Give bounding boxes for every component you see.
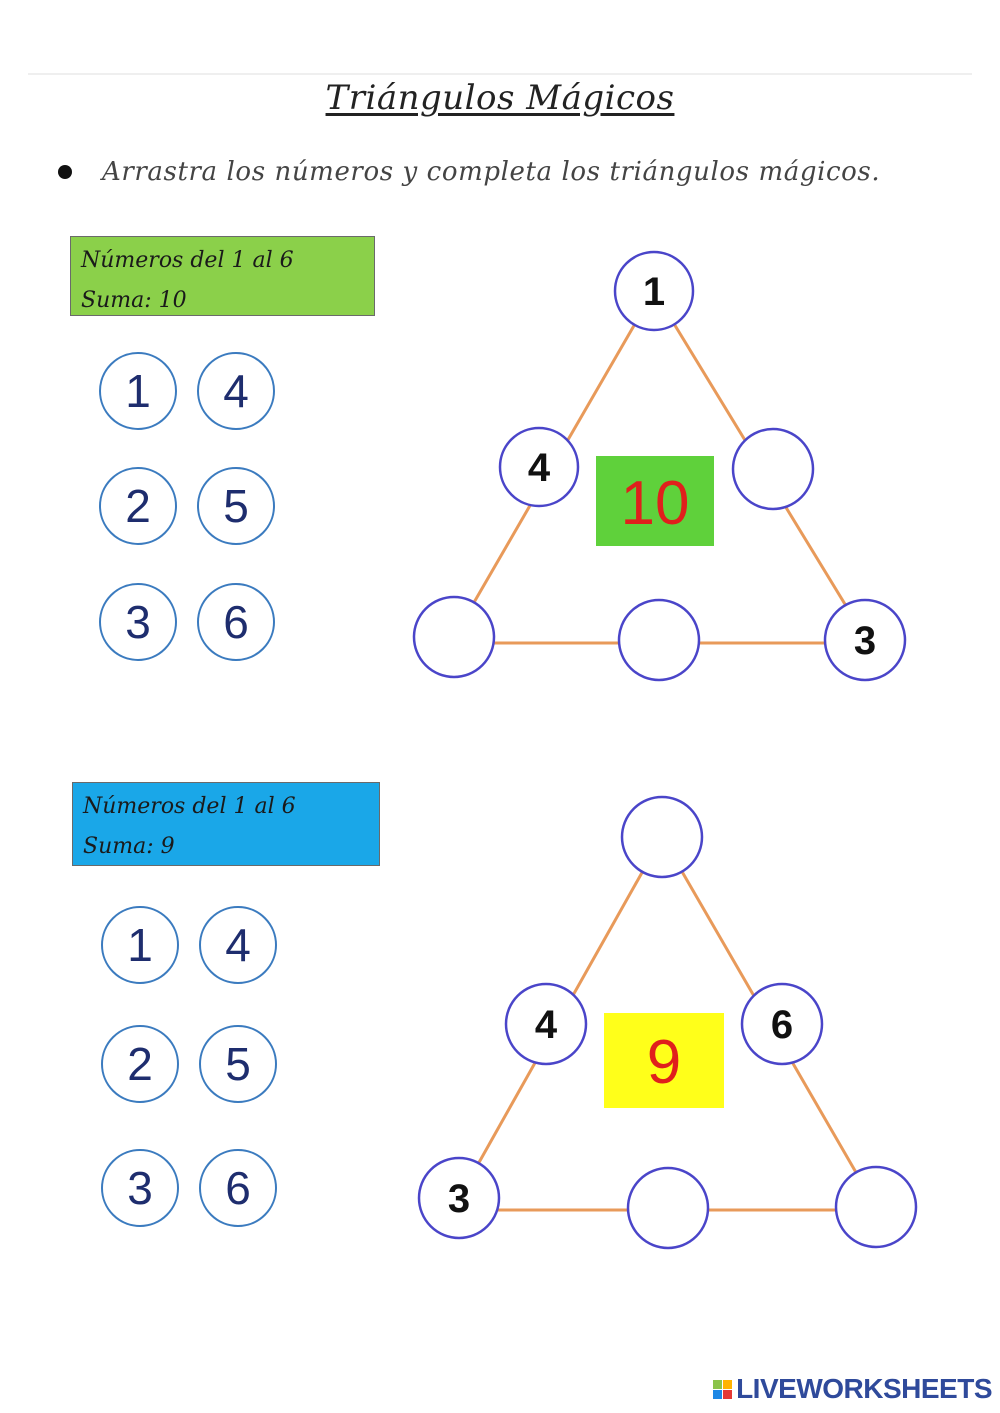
node-bottom-right-value: 3 (854, 619, 876, 663)
info-range: Números del 1 al 6 (81, 248, 294, 273)
magic-triangle: 10 1 4 3 (412, 250, 907, 682)
node-right-mid-value: 6 (771, 1003, 793, 1047)
draggable-number[interactable]: 5 (199, 1025, 277, 1103)
node-left-mid-value: 4 (528, 446, 551, 490)
draggable-number[interactable]: 1 (99, 352, 177, 430)
draggable-number[interactable]: 6 (197, 583, 275, 661)
liveworksheets-logo-icon (713, 1379, 733, 1399)
draggable-number[interactable]: 6 (199, 1149, 277, 1227)
draggable-number[interactable]: 4 (197, 352, 275, 430)
info-range: Números del 1 al 6 (83, 794, 296, 819)
draggable-number[interactable]: 2 (101, 1025, 179, 1103)
node-bottom-right[interactable] (834, 1165, 918, 1249)
node-bottom-left[interactable]: 3 (417, 1156, 501, 1240)
node-left-mid[interactable]: 4 (504, 982, 588, 1066)
node-bottom-mid[interactable] (617, 598, 701, 682)
draggable-number[interactable]: 3 (101, 1149, 179, 1227)
node-left-mid[interactable]: 4 (498, 426, 580, 508)
node-top-value: 1 (643, 270, 665, 314)
info-sum: Suma: 10 (81, 288, 187, 313)
instruction: Arrastra los números y completa los triá… (58, 150, 880, 194)
node-bottom-left-value: 3 (448, 1177, 470, 1221)
info-box: Números del 1 al 6 Suma: 10 (70, 236, 375, 316)
draggable-number[interactable]: 3 (99, 583, 177, 661)
node-top[interactable] (620, 795, 704, 879)
draggable-number[interactable]: 5 (197, 467, 275, 545)
liveworksheets-logo[interactable]: LIVEWORKSHEETS (713, 1373, 992, 1405)
magic-triangle: 9 4 6 3 (417, 795, 918, 1250)
draggable-number[interactable]: 1 (101, 906, 179, 984)
sum-value: 10 (621, 469, 690, 538)
sum-value: 9 (647, 1028, 681, 1097)
node-bottom-left[interactable] (412, 595, 496, 679)
page-title: Triángulos Mágicos (325, 78, 675, 118)
node-bottom-right[interactable]: 3 (823, 598, 907, 682)
node-left-mid-value: 4 (535, 1003, 558, 1047)
draggable-number[interactable]: 2 (99, 467, 177, 545)
top-rule (28, 73, 972, 75)
sum-box (596, 456, 714, 546)
bullet-icon (58, 165, 72, 179)
node-top[interactable]: 1 (613, 250, 695, 332)
info-box: Números del 1 al 6 Suma: 9 (72, 782, 380, 866)
instruction-text: Arrastra los números y completa los triá… (102, 157, 881, 187)
node-bottom-mid[interactable] (626, 1166, 710, 1250)
node-right-mid[interactable]: 6 (740, 982, 824, 1066)
node-right-mid[interactable] (731, 427, 815, 511)
liveworksheets-brand: LIVEWORKSHEETS (736, 1373, 992, 1404)
draggable-number[interactable]: 4 (199, 906, 277, 984)
info-sum: Suma: 9 (83, 834, 175, 859)
sum-box (604, 1013, 724, 1108)
